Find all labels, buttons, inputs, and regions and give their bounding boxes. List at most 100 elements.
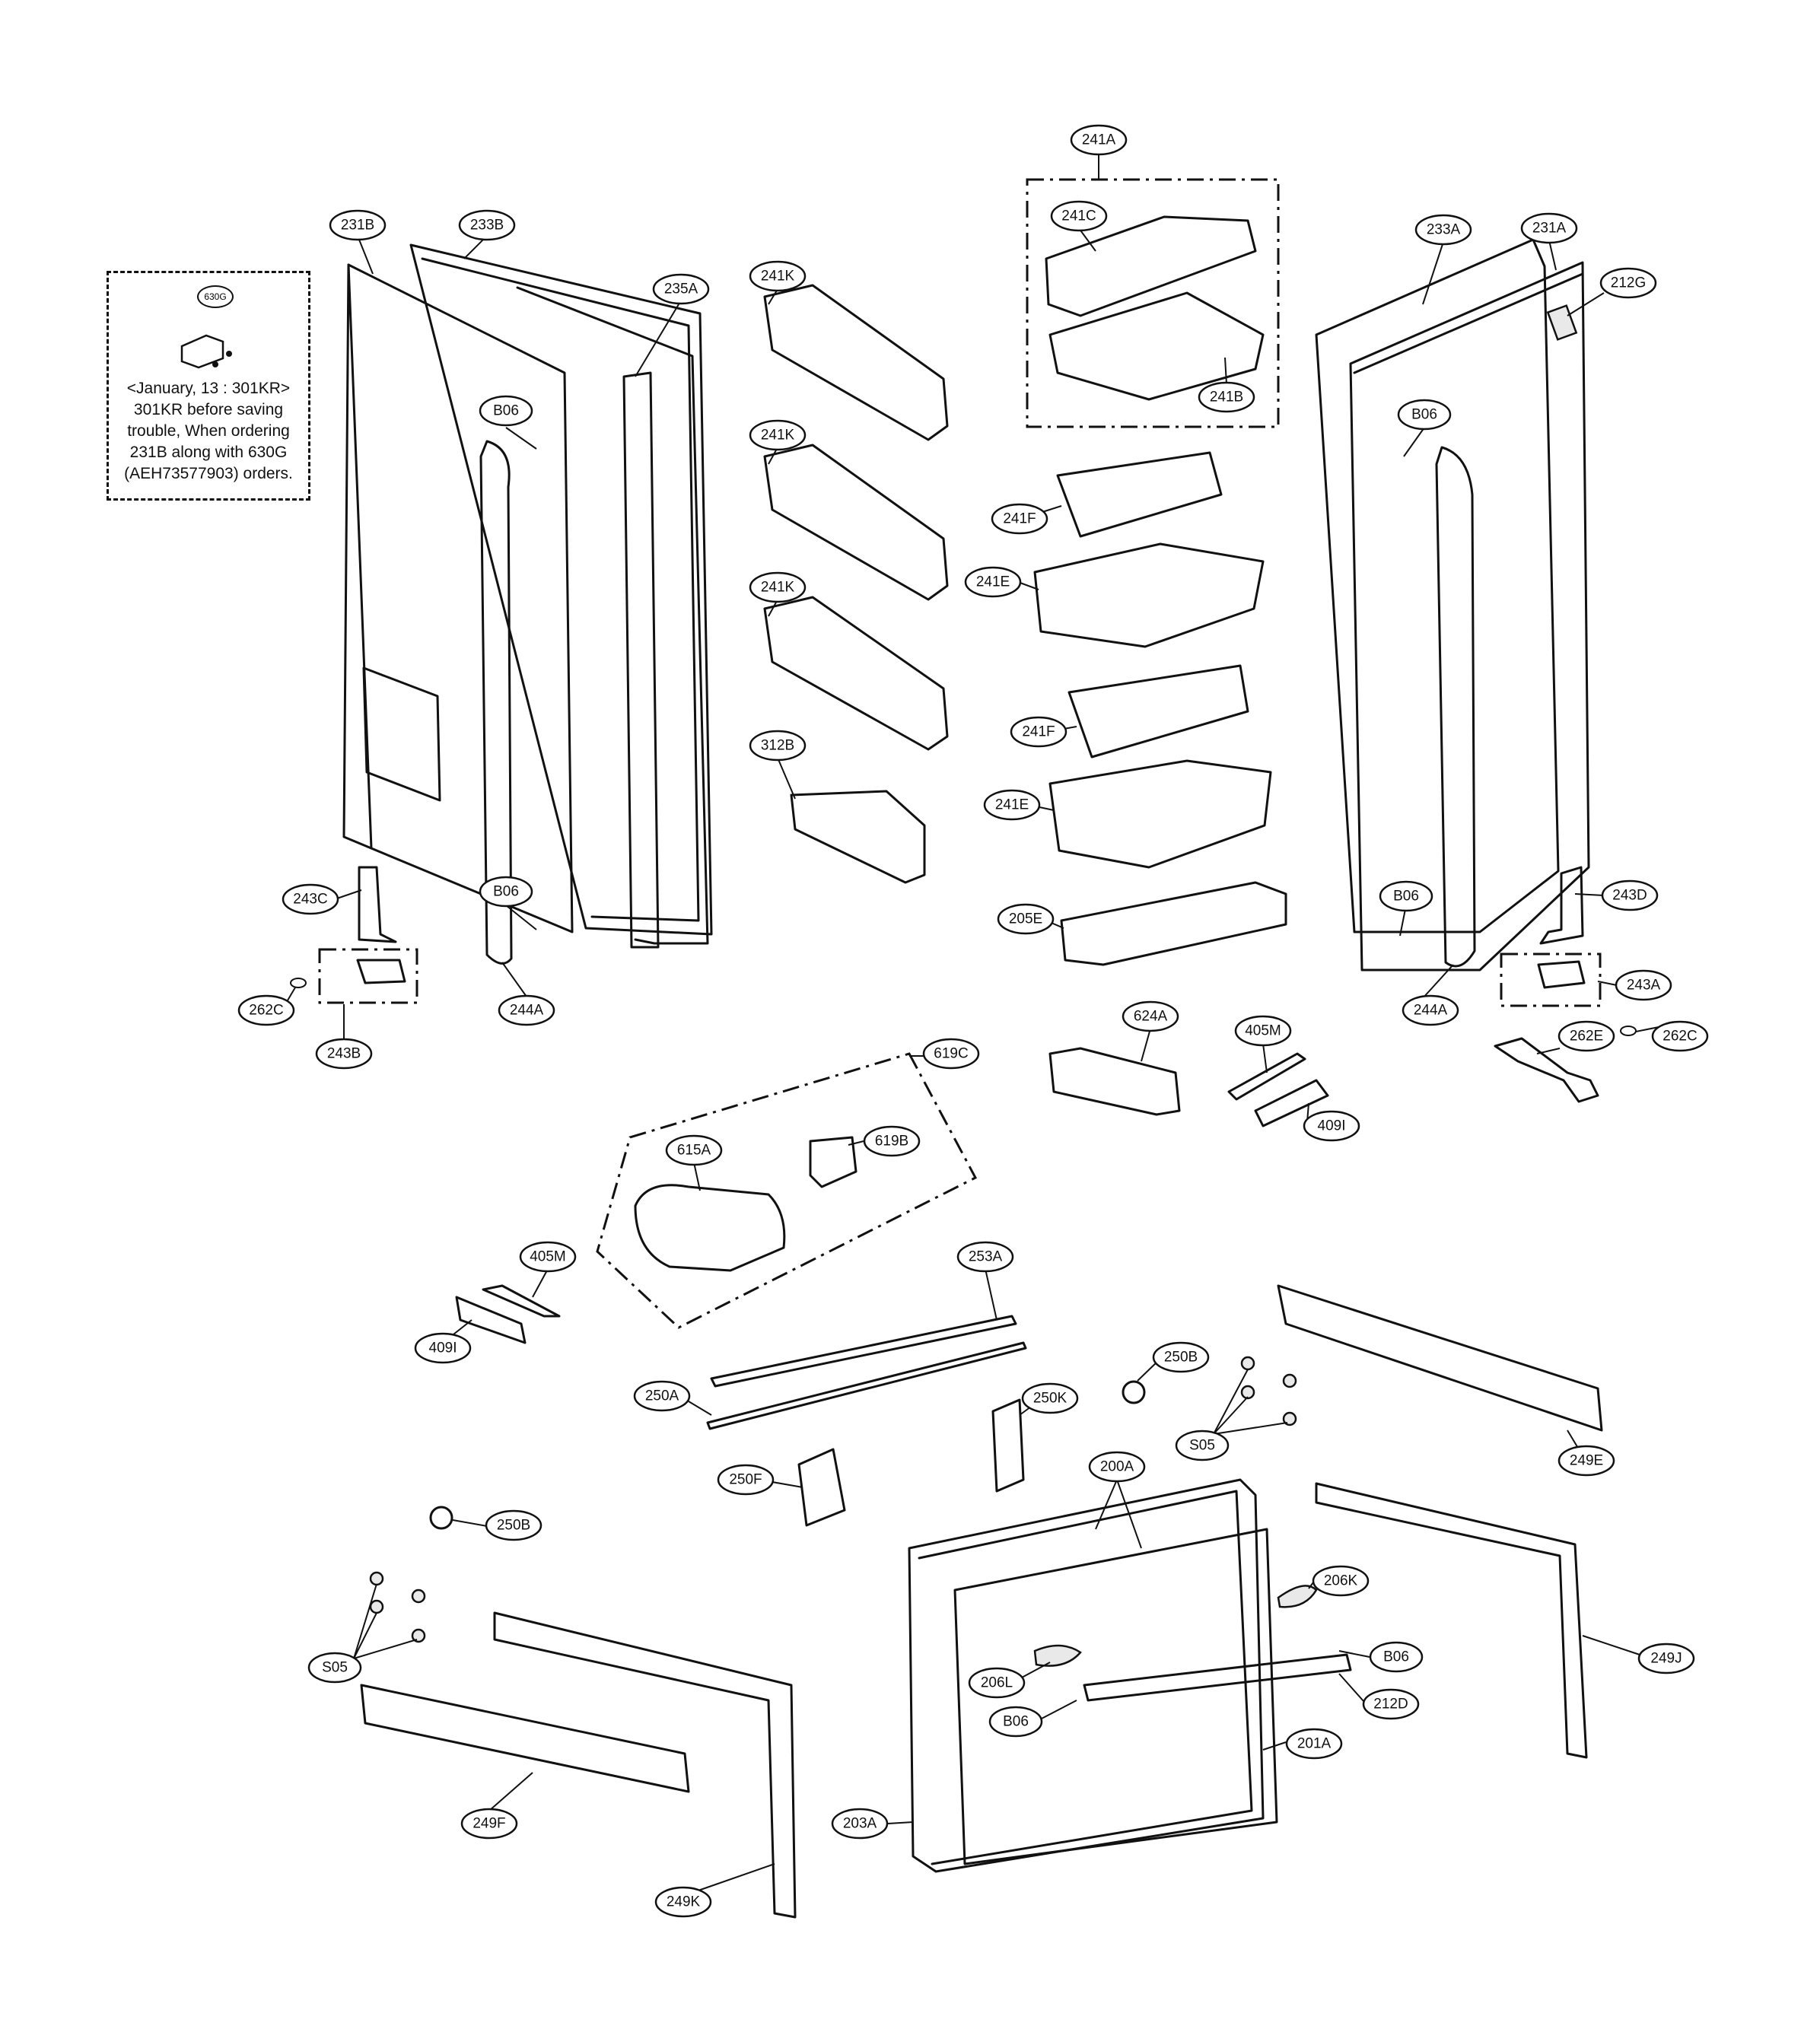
- hinge-243a-box: [1500, 952, 1602, 1007]
- callout-250a: 250A: [633, 1380, 691, 1412]
- callout-212g: 212G: [1599, 267, 1657, 299]
- svg-text:615A: 615A: [677, 1143, 711, 1159]
- svg-text:624A: 624A: [1134, 1009, 1168, 1025]
- left-door-display: [362, 666, 441, 802]
- callout-241e-1: 241E: [964, 566, 1022, 598]
- wrench-262e: [1494, 1037, 1599, 1103]
- svg-text:241C: 241C: [1061, 208, 1096, 224]
- washer-262c-left: [290, 978, 307, 988]
- cap-206k: [1277, 1585, 1318, 1608]
- svg-text:B06: B06: [1393, 889, 1419, 905]
- door-bin-3: [763, 596, 949, 751]
- bin-241e-2: [1048, 759, 1272, 869]
- screw-icon: [1282, 1411, 1297, 1426]
- left-door-panel: [347, 263, 574, 933]
- left-hinge-parts: [290, 866, 418, 1004]
- callout-201a: 201A: [1285, 1728, 1343, 1760]
- hinge-cover-243c: [358, 866, 397, 943]
- callout-409i-left: 409I: [414, 1332, 472, 1364]
- callout-250k: 250K: [1021, 1382, 1079, 1414]
- svg-text:249J: 249J: [1650, 1651, 1682, 1667]
- svg-text:253A: 253A: [969, 1249, 1003, 1265]
- bracket-250f: [797, 1448, 846, 1527]
- callout-312b: 312B: [749, 730, 807, 762]
- door-bin-1: [763, 284, 949, 441]
- freezer-door-panel: [953, 1528, 1278, 1865]
- callout-241e-2: 241E: [983, 789, 1041, 821]
- cover-409i-right: [1254, 1079, 1329, 1127]
- svg-text:212D: 212D: [1373, 1697, 1408, 1713]
- callout-241k-1: 241K: [749, 260, 807, 292]
- note-text: <January, 13 : 301KR> 301KR before savin…: [109, 378, 308, 485]
- callout-233a: 233A: [1414, 214, 1472, 246]
- svg-text:250K: 250K: [1033, 1391, 1068, 1407]
- svg-text:200A: 200A: [1100, 1459, 1134, 1475]
- filter-and-ice-parts: [455, 1047, 1329, 1344]
- rail-249e: [1277, 1284, 1603, 1432]
- bin-cover-241c: [1045, 215, 1257, 317]
- svg-text:241B: 241B: [1210, 390, 1243, 405]
- callout-405m-right: 405M: [1234, 1015, 1292, 1047]
- strip-253a: [710, 1315, 1017, 1388]
- bracket-630g-icon: [180, 334, 232, 369]
- callout-624a: 624A: [1122, 1000, 1179, 1032]
- washer-262c-right: [1620, 1026, 1637, 1036]
- right-door-panel: [1349, 261, 1590, 972]
- note-line: 231B along with 630G: [129, 444, 288, 461]
- callout-250b-left: 250B: [485, 1509, 542, 1541]
- divider-241f-1: [1056, 451, 1223, 538]
- callout-244a-left: 244A: [498, 994, 555, 1026]
- callout-212d: 212D: [1362, 1688, 1420, 1720]
- cap-206l: [1033, 1644, 1082, 1667]
- bin-241b: [1048, 291, 1265, 401]
- svg-text:409I: 409I: [429, 1340, 457, 1356]
- svg-text:233B: 233B: [470, 218, 504, 234]
- drawer-rail-parts: [360, 1284, 1603, 1919]
- callout-241k-2: 241K: [749, 419, 807, 451]
- callout-241c: 241C: [1050, 200, 1108, 232]
- svg-text:619B: 619B: [875, 1134, 908, 1150]
- left-door-assembly: [342, 243, 713, 965]
- pump-615a: [634, 1184, 786, 1272]
- callout-262e: 262E: [1558, 1020, 1615, 1052]
- svg-text:244A: 244A: [510, 1003, 544, 1019]
- door-bin-2: [763, 444, 949, 601]
- svg-text:250B: 250B: [497, 1518, 530, 1534]
- hinge-243b: [356, 959, 406, 984]
- svg-text:262E: 262E: [1570, 1029, 1603, 1045]
- svg-text:S05: S05: [322, 1660, 348, 1676]
- svg-text:201A: 201A: [1297, 1736, 1332, 1752]
- callout-249k: 249K: [654, 1886, 712, 1918]
- svg-text:231A: 231A: [1532, 221, 1567, 237]
- svg-text:250B: 250B: [1164, 1350, 1198, 1366]
- svg-text:235A: 235A: [664, 281, 698, 297]
- callout-262c-right: 262C: [1651, 1020, 1709, 1052]
- screw-icon: [369, 1599, 384, 1614]
- callout-253a: 253A: [956, 1241, 1014, 1273]
- callout-262c-left: 262C: [237, 994, 295, 1026]
- callout-b06-2: B06: [479, 876, 533, 908]
- svg-text:405M: 405M: [530, 1249, 566, 1265]
- callout-241f-2: 241F: [1010, 716, 1068, 748]
- note-callout-630g: 630G: [197, 285, 234, 308]
- svg-text:243C: 243C: [293, 892, 327, 908]
- callout-b06-4: B06: [1379, 880, 1433, 912]
- svg-text:B06: B06: [1411, 407, 1437, 423]
- callout-205e: 205E: [997, 903, 1055, 935]
- group-619c-box: [596, 1052, 978, 1329]
- svg-text:212G: 212G: [1611, 275, 1646, 291]
- svg-text:206K: 206K: [1324, 1573, 1358, 1589]
- svg-text:409I: 409I: [1318, 1118, 1346, 1134]
- svg-text:205E: 205E: [1009, 911, 1042, 927]
- callout-619b: 619B: [863, 1125, 921, 1157]
- callout-405m-left: 405M: [519, 1241, 577, 1273]
- svg-text:249F: 249F: [473, 1816, 505, 1832]
- screw-icon: [369, 1571, 384, 1586]
- svg-text:241E: 241E: [995, 797, 1029, 813]
- note-line: trouble, When ordering: [127, 422, 290, 440]
- callout-233b: 233B: [458, 209, 516, 241]
- center-bin-group: [1026, 178, 1287, 966]
- callout-249f: 249F: [460, 1808, 518, 1840]
- svg-text:241F: 241F: [1003, 511, 1036, 527]
- cover-409i-left: [455, 1296, 527, 1344]
